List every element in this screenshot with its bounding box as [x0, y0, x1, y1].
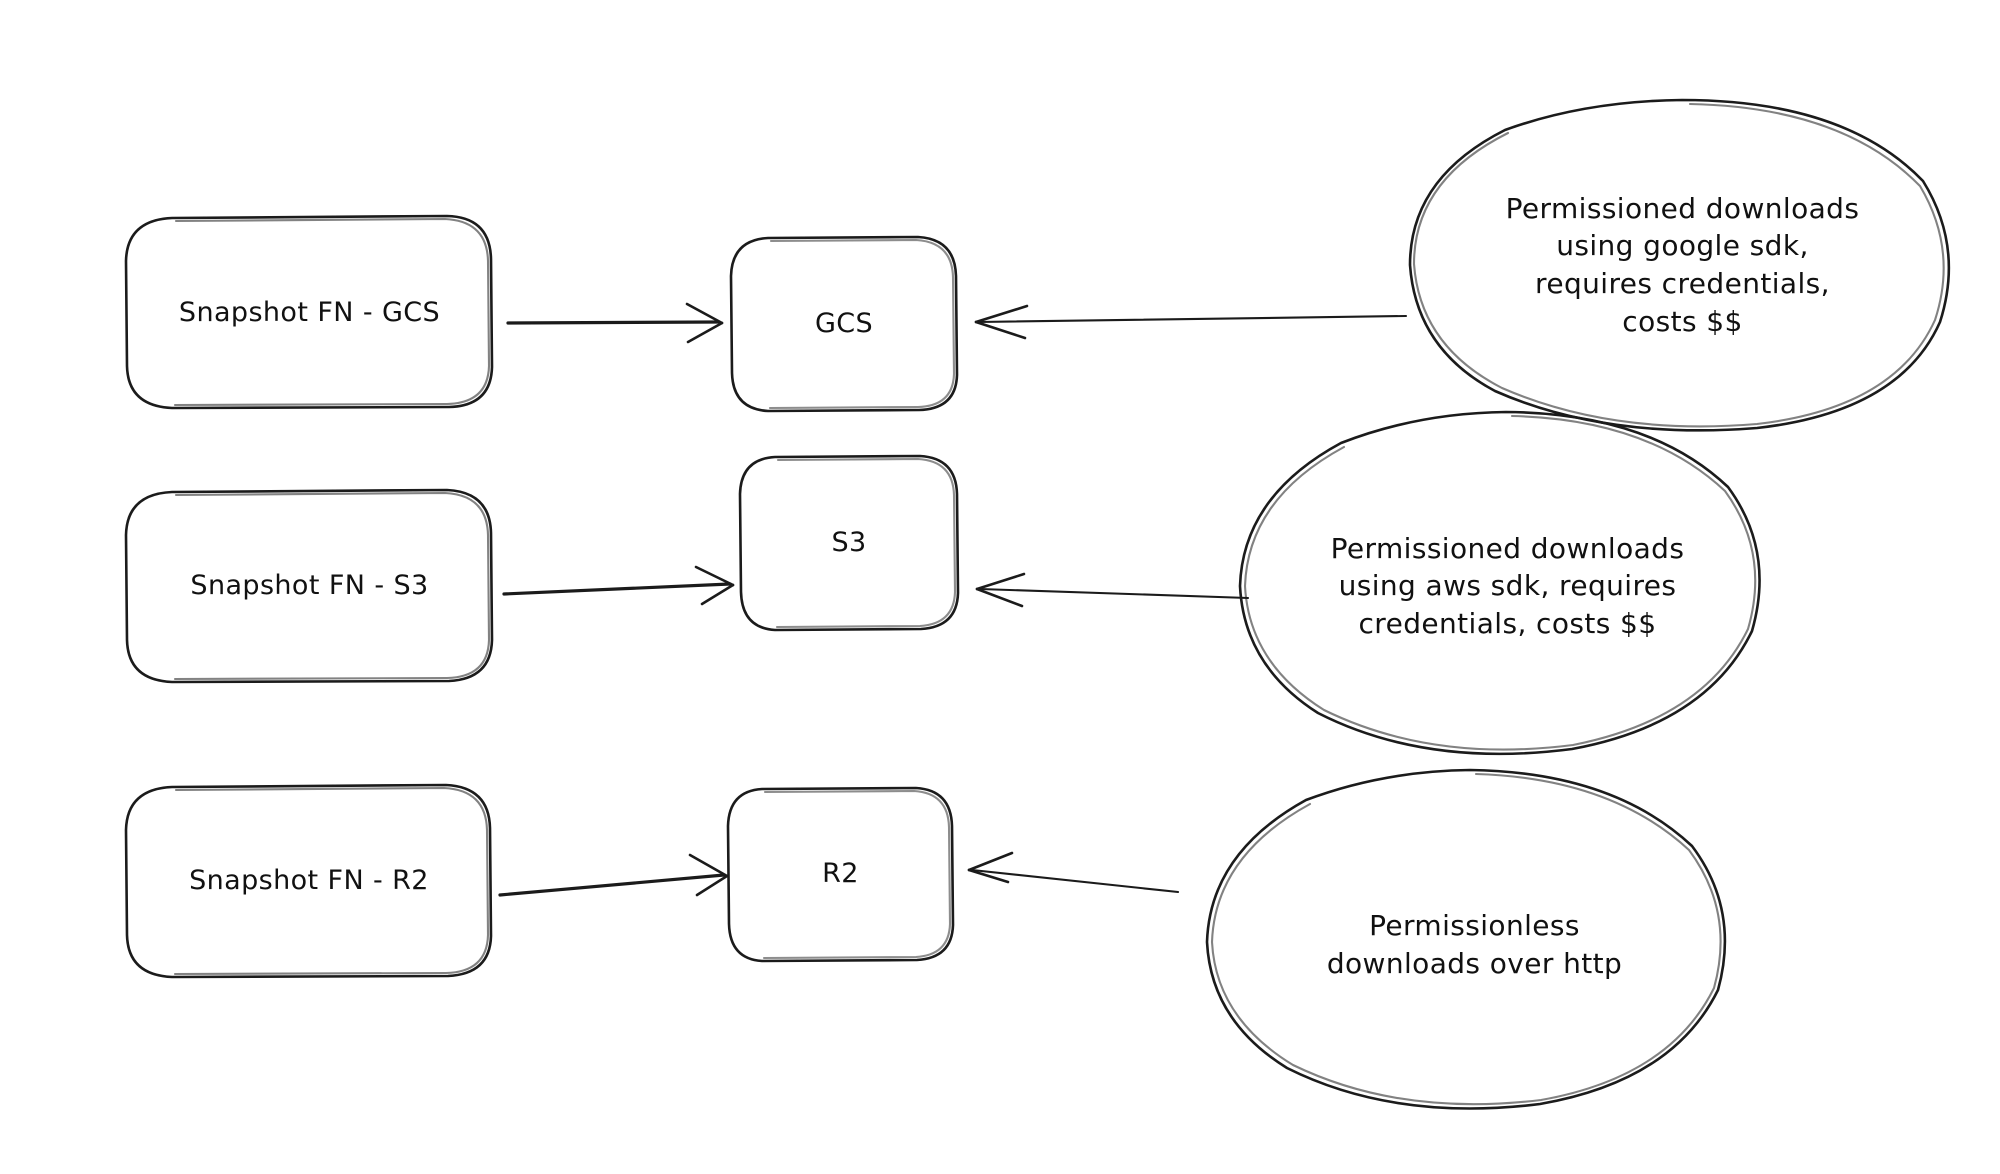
node-s3-shape[interactable]: [738, 454, 960, 632]
arrow-snapshot-fn-gcs-to-gcs: [506, 302, 724, 344]
arrow-snapshot-fn-r2-to-r2: [498, 853, 729, 897]
node-r2-shape[interactable]: [726, 786, 955, 963]
node-snapshot-fn-gcs-shape[interactable]: [124, 214, 494, 410]
arrow-note-gcs-to-gcs: [974, 304, 1408, 340]
arrow-note-r2-to-r2: [967, 851, 1180, 894]
node-snapshot-fn-s3-shape[interactable]: [124, 488, 494, 684]
note-s3-shape[interactable]: [1238, 410, 1761, 756]
note-r2-shape[interactable]: [1205, 768, 1727, 1110]
node-snapshot-fn-r2-shape[interactable]: [124, 783, 493, 979]
node-gcs-shape[interactable]: [729, 235, 959, 413]
arrow-note-s3-to-s3: [975, 572, 1250, 608]
arrow-snapshot-fn-s3-to-s3: [502, 565, 735, 606]
note-gcs-shape[interactable]: [1408, 98, 1951, 432]
